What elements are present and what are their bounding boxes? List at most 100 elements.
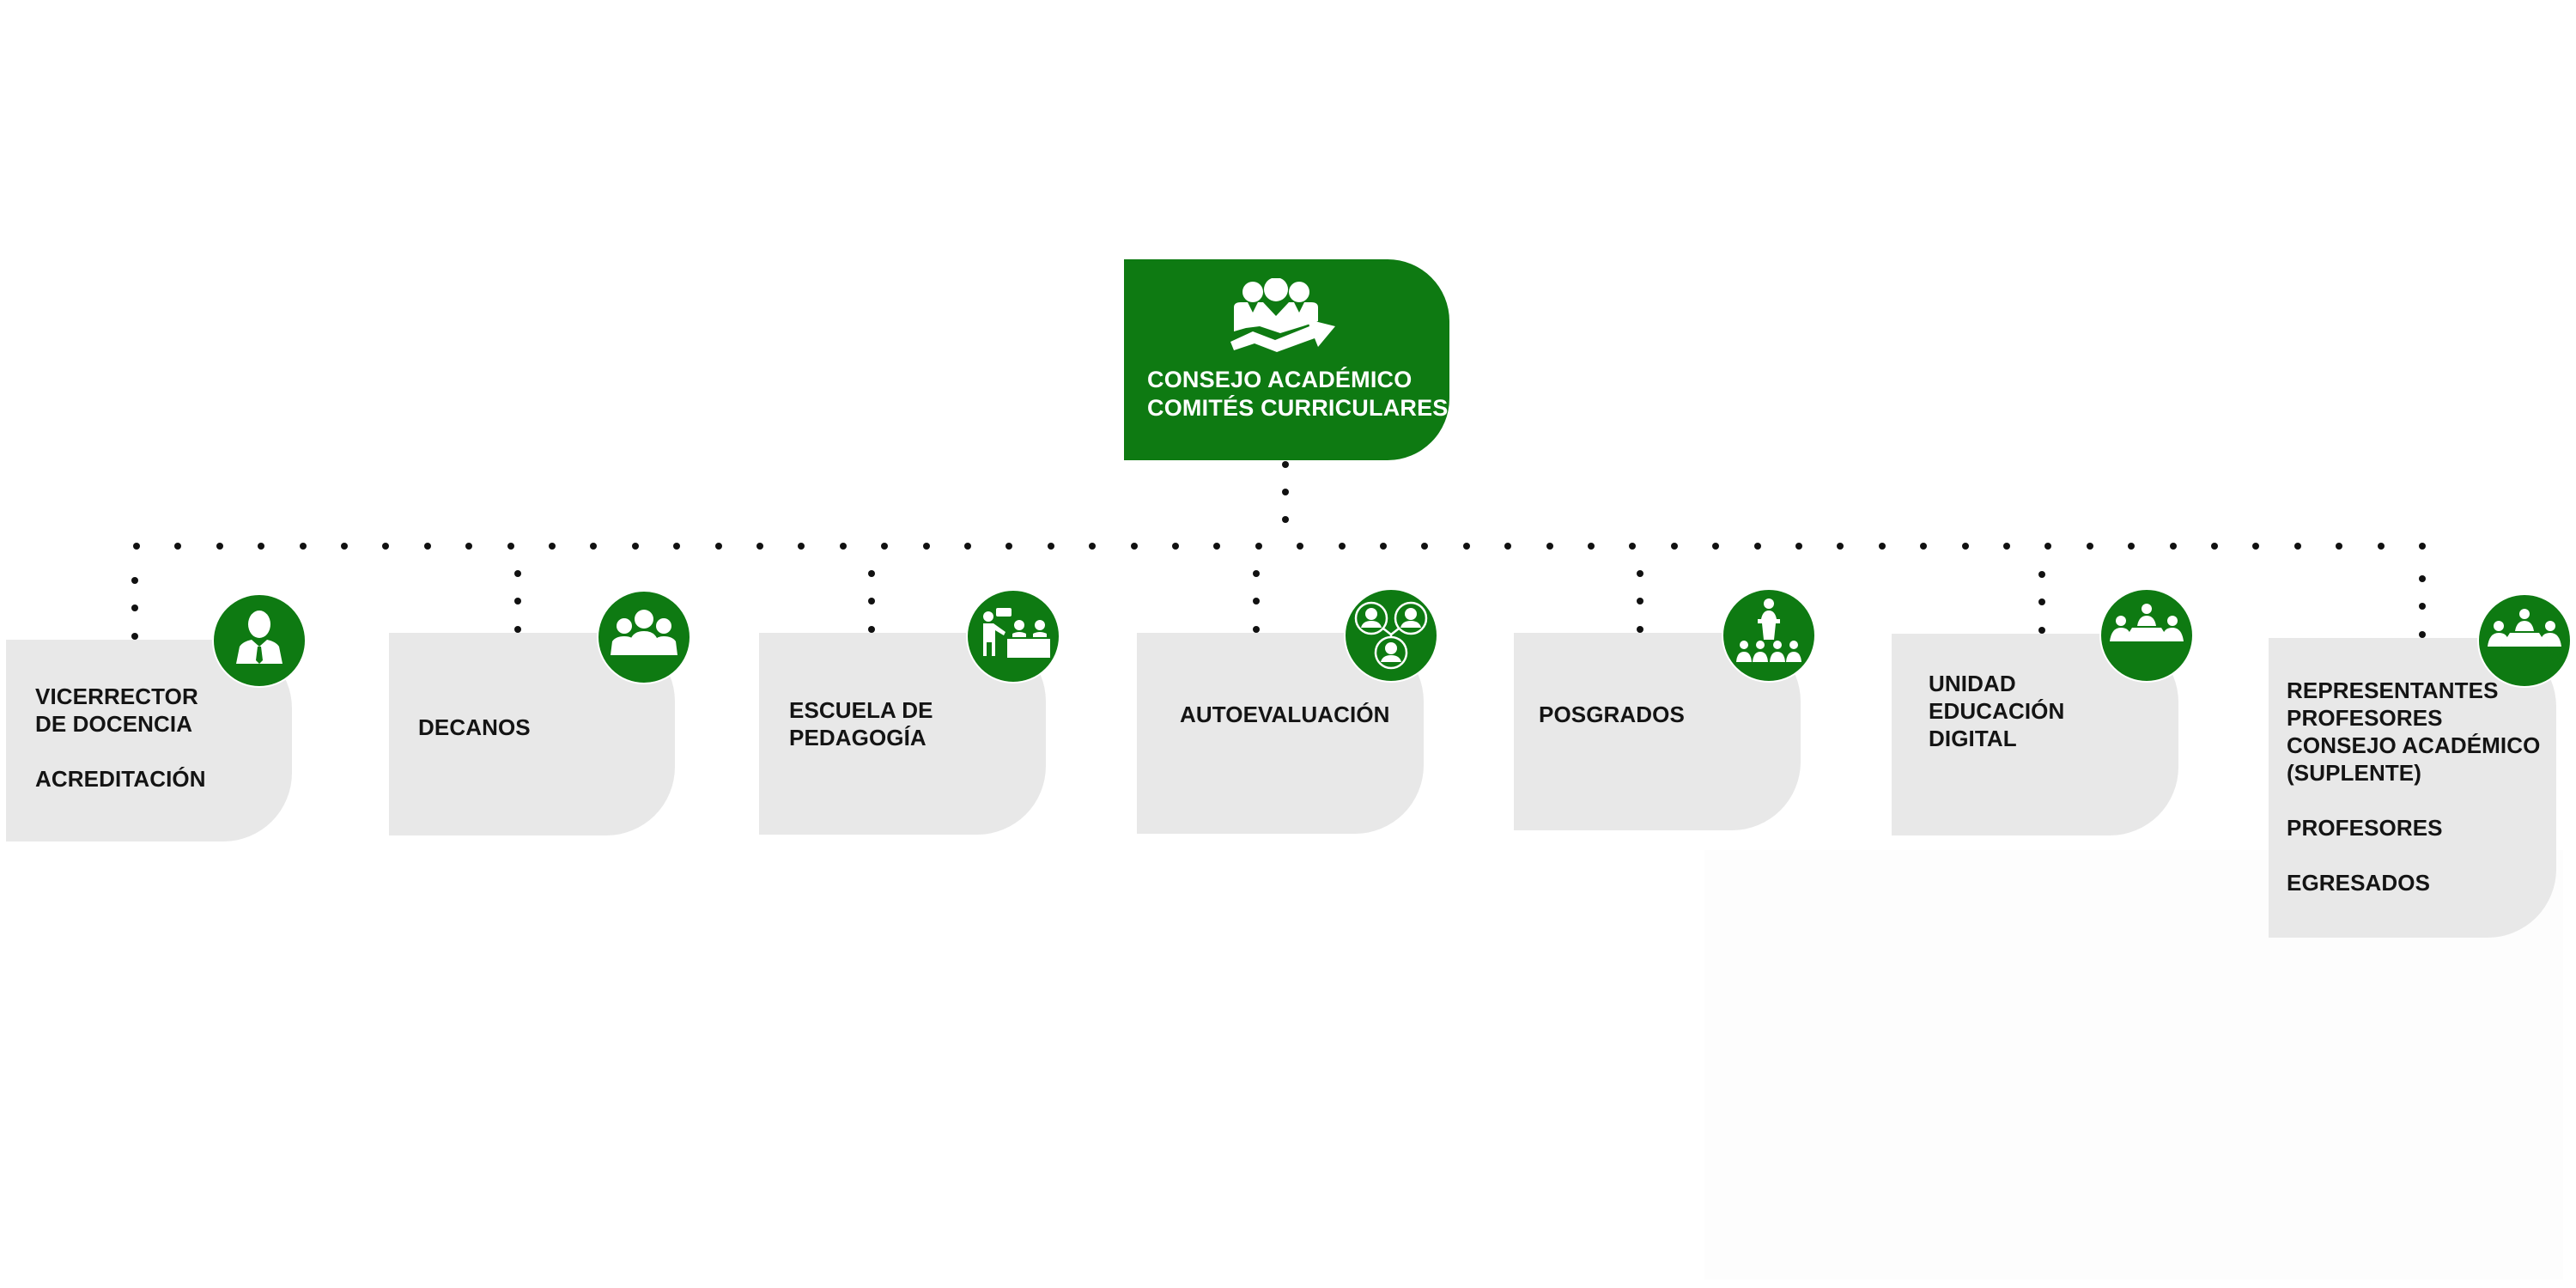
connector-dot — [1253, 598, 1260, 605]
connector-dot — [1282, 461, 1289, 468]
node-label-line: DIGITAL — [1929, 726, 2017, 751]
node-icon-badge — [1344, 588, 1438, 683]
connector-dot — [382, 543, 390, 550]
connector-dot — [1255, 543, 1262, 550]
connector-dot — [1253, 626, 1260, 633]
connector-dot — [1837, 543, 1844, 550]
connector-dot — [756, 543, 763, 550]
connector-dot — [2293, 543, 2301, 550]
node-label-line: AUTOEVALUACIÓN — [1180, 702, 1390, 727]
connector-dot — [465, 543, 473, 550]
connector-dot — [1213, 543, 1221, 550]
connector-dot — [258, 543, 265, 550]
connector-dot — [174, 543, 182, 550]
connector-dot — [507, 543, 514, 550]
spacer — [2287, 787, 2540, 814]
connector-dot — [1338, 543, 1346, 550]
connector-dot — [1005, 543, 1013, 550]
connector-dot — [341, 543, 348, 550]
connector-dot — [1504, 543, 1512, 550]
connector-dot — [131, 633, 138, 640]
connector-dot — [423, 543, 431, 550]
connector-dot — [2038, 627, 2045, 634]
connector-dot — [868, 570, 875, 577]
connector-dot — [2419, 575, 2426, 582]
connector-dot — [2128, 543, 2136, 550]
three-people-icon — [611, 610, 677, 655]
connector-dot — [131, 605, 138, 611]
node-icon-badge — [597, 590, 691, 684]
connector-dot — [1421, 543, 1429, 550]
connector-dot — [1878, 543, 1886, 550]
connector-dot — [1282, 489, 1289, 495]
connector-dot — [514, 598, 521, 605]
connector-dot — [1047, 543, 1054, 550]
connector-dot — [2086, 543, 2093, 550]
connector-dot — [1637, 598, 1643, 605]
connector-dot — [1753, 543, 1761, 550]
connector-dot — [514, 626, 521, 633]
node-label-line: (SUPLENTE) — [2287, 760, 2421, 786]
connector-dot — [514, 570, 521, 577]
meeting-table-icon — [2110, 604, 2184, 641]
connector-dot — [868, 598, 875, 605]
spacer — [2287, 841, 2540, 869]
connector-dot — [590, 543, 598, 550]
connector-dot — [2252, 543, 2260, 550]
connector-dot — [964, 543, 971, 550]
node-card-autoevaluacion: AUTOEVALUACIÓN — [1137, 633, 1424, 834]
connector-dot — [1546, 543, 1553, 550]
connector-dot — [1253, 570, 1260, 577]
connector-dot — [299, 543, 307, 550]
node-label: POSGRADOS — [1539, 701, 1685, 728]
node-label-line: EGRESADOS — [2287, 870, 2431, 896]
connector-dot — [1588, 543, 1595, 550]
teacher-class-icon — [983, 608, 1050, 658]
connector-dot — [1920, 543, 1928, 550]
connector-dot — [2169, 543, 2177, 550]
connector-dot — [131, 577, 138, 584]
meeting-table-icon — [2488, 609, 2561, 647]
connector-dot — [1462, 543, 1470, 550]
node-label-line: DECANOS — [418, 714, 531, 740]
node-icon-badge — [1722, 588, 1816, 683]
node-label-line: ESCUELA DE — [789, 697, 933, 723]
node-label-line: DE DOCENCIA — [35, 711, 193, 737]
connector-dot — [2419, 603, 2426, 610]
connector-dot — [1637, 570, 1643, 577]
connector-dot — [2336, 543, 2343, 550]
node-label-line: VICERRECTOR — [35, 683, 198, 709]
spacer — [35, 738, 206, 765]
node-label-line: CONSEJO ACADÉMICO — [2287, 732, 2541, 758]
node-icon-badge — [966, 589, 1060, 683]
connector-dot — [881, 543, 889, 550]
node-label-line: REPRESENTANTES — [2287, 677, 2499, 703]
node-label: AUTOEVALUACIÓN — [1180, 701, 1390, 728]
connector-dot — [133, 543, 140, 550]
node-icon-badge — [2477, 593, 2572, 688]
connector-dot — [2211, 543, 2218, 550]
connector-dot — [1670, 543, 1678, 550]
connector-dot — [1795, 543, 1802, 550]
connector-dot — [1297, 543, 1304, 550]
connector-dot — [1282, 516, 1289, 523]
node-label-line: UNIDAD — [1929, 671, 2016, 696]
connector-dot — [839, 543, 847, 550]
connector-dot — [1637, 626, 1643, 633]
root-label-line: CONSEJO ACADÉMICO — [1147, 367, 1413, 392]
connector-dot — [1961, 543, 1969, 550]
connector-dot — [1380, 543, 1387, 550]
person-suit-icon — [236, 611, 283, 664]
connector-dot — [216, 543, 223, 550]
connector-dot — [2419, 543, 2426, 550]
node-label-line: PROFESORES — [2287, 705, 2443, 731]
